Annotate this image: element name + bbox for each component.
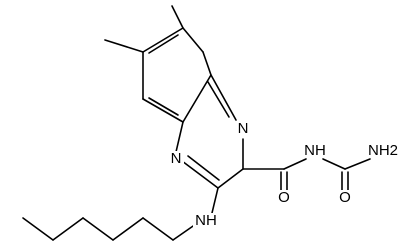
bond-n1-c2 xyxy=(181,160,219,189)
bond-methyl-top xyxy=(171,5,184,29)
bond-hexyl-c4-c5 xyxy=(52,217,84,241)
bond-hexyl-c3-c4 xyxy=(82,217,114,241)
bond-nh-c1 xyxy=(172,223,197,241)
bond-hexyl-c2-c3 xyxy=(112,217,144,241)
atom-nh2-terminal: NH2 xyxy=(368,142,398,159)
atom-o-urea-bg xyxy=(337,190,353,204)
bond-c2-nh xyxy=(211,187,219,214)
bond-n1-c2-inner xyxy=(187,155,220,181)
bond-c8-c8a xyxy=(142,98,184,123)
bond-n4-c4a xyxy=(210,74,237,121)
atom-nh-amide: NH xyxy=(304,142,326,159)
atom-n-ring-bottom-bg xyxy=(168,151,184,165)
bond-c6-c7-inner xyxy=(148,34,179,54)
bond-hexyl-c1-c2 xyxy=(142,217,174,241)
bond-c4a-c5 xyxy=(202,51,212,76)
atom-o-amide: O xyxy=(278,189,290,206)
atom-o-urea: O xyxy=(339,189,351,206)
atom-o-amide-bg xyxy=(276,190,292,204)
bond-c2-c3 xyxy=(217,168,244,189)
atom-nh-hexylamino-bg xyxy=(193,213,219,227)
bond-c8-c8a-inner xyxy=(148,97,179,116)
bond-curea-nh2 xyxy=(344,158,371,170)
bond-c6-c7 xyxy=(142,27,184,53)
atom-n-ring-bottom: N xyxy=(171,150,182,167)
bond-nh-curea xyxy=(322,158,346,170)
bond-camide-nh xyxy=(283,158,307,170)
atom-nh-hexylamino: NH xyxy=(195,212,217,229)
bond-n4-c4a-inner xyxy=(207,81,230,118)
atom-n-ring-top-bg xyxy=(235,121,251,135)
bond-methyl-left xyxy=(104,39,144,53)
atom-n-ring-top: N xyxy=(238,120,249,137)
bond-c5-c6 xyxy=(182,27,204,53)
atom-nh-amide-bg xyxy=(302,143,328,157)
bond-c8a-c4a xyxy=(182,74,212,123)
bond-c8a-n1 xyxy=(175,121,184,153)
atom-nh2-bg xyxy=(364,143,402,157)
bond-hexyl-c5-c6 xyxy=(22,217,54,241)
